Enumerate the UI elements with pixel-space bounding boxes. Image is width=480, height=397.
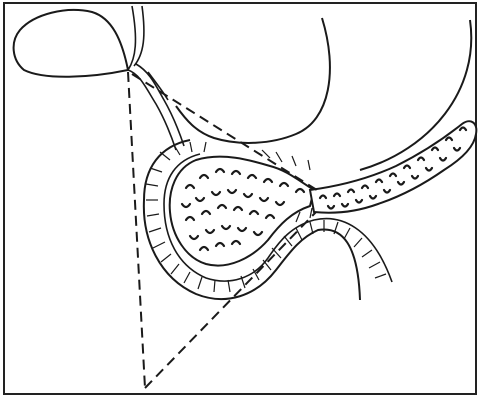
gallbladder — [14, 10, 128, 77]
pancreas-body-tail — [310, 121, 476, 212]
biliary-ducts — [128, 6, 184, 150]
stomach — [176, 18, 330, 143]
